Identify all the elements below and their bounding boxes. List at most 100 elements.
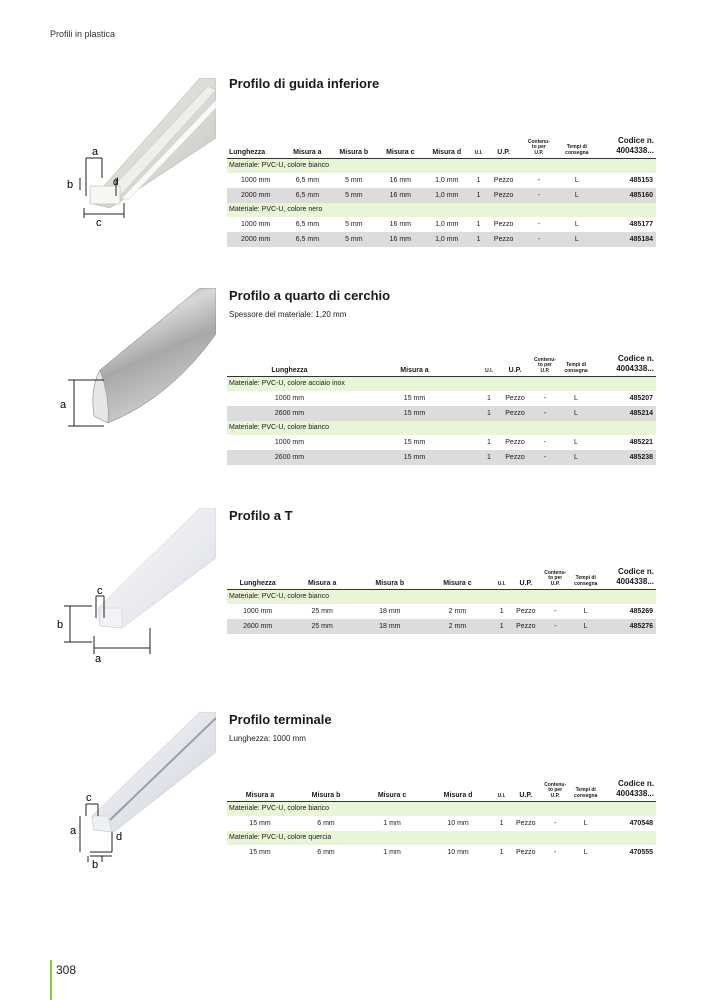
section-title: Profilo terminale xyxy=(229,712,332,727)
cell: L xyxy=(557,216,597,232)
cell: L xyxy=(557,187,597,203)
cell: 2 mm xyxy=(423,618,492,634)
col-header: Lunghezza xyxy=(227,136,285,159)
product-table: Lunghezza Misura a U.I. U.P. Contenu- to… xyxy=(227,354,656,465)
cell: - xyxy=(529,434,561,450)
cell: 18 mm xyxy=(355,618,424,634)
cell: 6,5 mm xyxy=(284,216,331,232)
cell: 1 xyxy=(470,216,487,232)
dim-label: c xyxy=(96,217,102,229)
col-header: Lunghezza xyxy=(227,567,289,590)
material-row: Materiale: PVC-U, colore bianco xyxy=(227,589,656,604)
cell: - xyxy=(539,815,571,831)
cell: - xyxy=(520,231,558,247)
col-header: Contenu- to per U.P. xyxy=(539,779,571,802)
product-table: Misura a Misura b Misura c Misura d U.I.… xyxy=(227,779,656,860)
material-row: Materiale: PVC-U, colore nero xyxy=(227,202,656,217)
col-header: Misura c xyxy=(423,567,492,590)
cell: 1 mm xyxy=(359,815,426,831)
cell: 2 mm xyxy=(423,603,492,619)
col-header: Misura c xyxy=(359,779,426,802)
product-table: Lunghezza Misura a Misura b Misura c Mis… xyxy=(227,136,656,247)
cell: 1 xyxy=(477,434,501,450)
product-code: 485276 xyxy=(600,618,656,634)
col-header: U.I. xyxy=(470,136,487,159)
cell: 16 mm xyxy=(377,187,424,203)
cell: 2600 mm xyxy=(227,449,352,465)
cell: 1 xyxy=(491,815,512,831)
cell: 15 mm xyxy=(352,405,477,421)
dim-label: b xyxy=(92,859,98,871)
col-header: Codice n. 4004338... xyxy=(600,779,656,802)
cell: L xyxy=(570,815,601,831)
col-header: Misura a xyxy=(352,354,477,377)
cell: L xyxy=(557,231,597,247)
product-code: 485160 xyxy=(596,187,656,203)
cell: 16 mm xyxy=(377,172,424,188)
cell: Pezzo xyxy=(512,618,540,634)
cell: L xyxy=(570,618,601,634)
cell: Pezzo xyxy=(486,231,521,247)
product-image-t: c b a xyxy=(50,507,217,668)
cell: 16 mm xyxy=(377,216,424,232)
product-code: 485214 xyxy=(591,405,656,421)
cell: 1 xyxy=(491,603,513,619)
cell: 5 mm xyxy=(330,231,378,247)
product-code: 470555 xyxy=(600,844,656,860)
cell: 2600 mm xyxy=(227,618,289,634)
cell: Pezzo xyxy=(486,216,521,232)
product-code: 485184 xyxy=(596,231,656,247)
material-row: Materiale: PVC-U, colore quercia xyxy=(227,830,656,845)
cell: 1 xyxy=(470,187,487,203)
cell: L xyxy=(561,405,591,421)
cell: L xyxy=(570,603,601,619)
product-code: 470548 xyxy=(600,815,656,831)
cell: 2000 mm xyxy=(227,187,285,203)
cell: 25 mm xyxy=(288,618,356,634)
cell: 15 mm xyxy=(227,815,293,831)
cell: 15 mm xyxy=(352,449,477,465)
cell: Pezzo xyxy=(501,434,529,450)
material-row: Materiale: PVC-U, colore bianco xyxy=(227,158,656,173)
col-header: Misura d xyxy=(423,136,471,159)
cell: 5 mm xyxy=(330,187,378,203)
dim-label: a xyxy=(60,399,67,411)
cell: 18 mm xyxy=(355,603,424,619)
cell: 1,0 mm xyxy=(423,172,471,188)
cell: - xyxy=(529,405,561,421)
cell: 15 mm xyxy=(352,390,477,406)
col-header: U.P. xyxy=(512,567,540,590)
product-code: 485269 xyxy=(600,603,656,619)
cell: 1000 mm xyxy=(227,216,285,232)
cell: 25 mm xyxy=(288,603,356,619)
cell: Pezzo xyxy=(486,187,521,203)
cell: 1,0 mm xyxy=(423,231,471,247)
cell: 2600 mm xyxy=(227,405,352,421)
cell: L xyxy=(570,844,601,860)
product-code: 485238 xyxy=(591,449,656,465)
cell: 1 xyxy=(470,231,487,247)
product-image-terminale: c a d b xyxy=(50,711,217,872)
section-title: Profilo a T xyxy=(229,508,293,523)
cell: 16 mm xyxy=(377,231,424,247)
col-header: Misura a xyxy=(284,136,331,159)
cell: Pezzo xyxy=(512,603,540,619)
dim-label: c xyxy=(97,585,103,597)
cell: 5 mm xyxy=(330,172,378,188)
dim-label: d xyxy=(113,177,119,188)
cell: 10 mm xyxy=(425,844,492,860)
col-header: Misura b xyxy=(330,136,378,159)
page-number: 308 xyxy=(56,963,77,977)
cell: 10 mm xyxy=(425,815,492,831)
col-header: Codice n. 4004338... xyxy=(591,354,656,377)
col-header: Misura a xyxy=(288,567,356,590)
cell: 15 mm xyxy=(352,434,477,450)
cell: 1 xyxy=(491,618,513,634)
cell: - xyxy=(520,216,558,232)
